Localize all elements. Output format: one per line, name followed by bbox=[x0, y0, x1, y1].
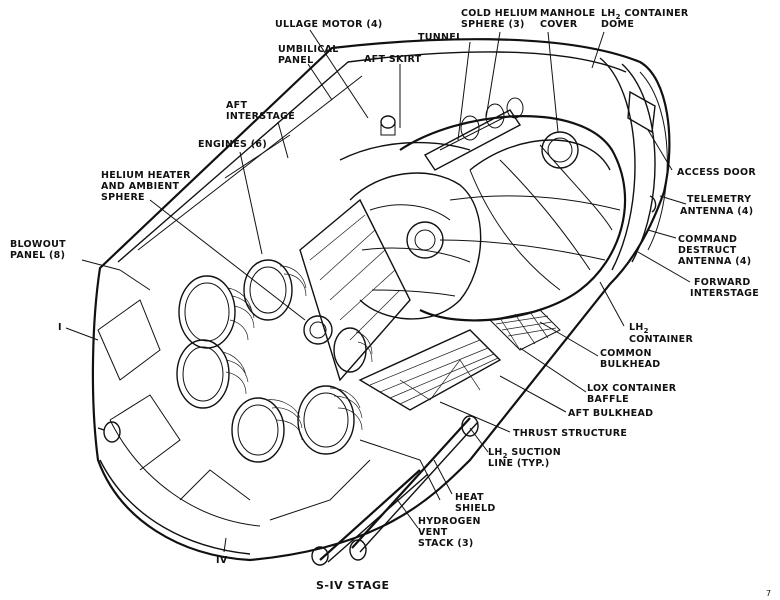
label-common-bulkhead-1: COMMON bbox=[600, 348, 652, 359]
lh2-suction-line bbox=[351, 417, 471, 549]
label-heat-shield-2: SHIELD bbox=[455, 503, 496, 514]
label-engines: ENGINES (6) bbox=[198, 139, 267, 150]
label-lox-baffle-1: LOX CONTAINER bbox=[587, 383, 677, 394]
label-cold-helium-2: SPHERE (3) bbox=[461, 19, 525, 30]
label-cold-helium-1: COLD HELIUM bbox=[461, 8, 538, 19]
label-roman-i: I bbox=[58, 322, 62, 333]
label-thrust-structure: THRUST STRUCTURE bbox=[513, 428, 627, 439]
label-tunnel: TUNNEL bbox=[418, 32, 462, 43]
engine-nozzle-2 bbox=[176, 339, 249, 409]
label-suction-1: LH2 SUCTION bbox=[488, 447, 561, 460]
label-lh2-dome-1: LH2 CONTAINER bbox=[601, 8, 689, 21]
label-umbilical-2: PANEL bbox=[278, 55, 313, 66]
page-number: 7 bbox=[766, 589, 771, 598]
tank-cutaway bbox=[349, 90, 657, 322]
engine-nozzle-5 bbox=[243, 259, 307, 321]
label-helium-heater-1: HELIUM HEATER bbox=[101, 170, 191, 181]
labels: ULLAGE MOTOR (4) COLD HELIUM SPHERE (3) … bbox=[10, 8, 771, 598]
label-command-3: ANTENNA (4) bbox=[678, 256, 751, 267]
label-blowout-1: BLOWOUT bbox=[10, 239, 66, 250]
engine-nozzle-6 bbox=[333, 327, 373, 373]
engine-cluster bbox=[176, 198, 561, 463]
label-hydrogen-vent-1: HYDROGEN bbox=[418, 516, 481, 527]
label-lh2-container-1: LH2 bbox=[629, 322, 649, 335]
label-forward-2: INTERSTAGE bbox=[690, 288, 759, 299]
label-command-2: DESTRUCT bbox=[678, 245, 737, 256]
label-manhole-2: COVER bbox=[540, 19, 578, 30]
body-silhouette bbox=[91, 38, 671, 562]
label-forward-1: FORWARD bbox=[694, 277, 751, 288]
label-hydrogen-vent-2: VENT bbox=[418, 527, 448, 538]
helium-heater-sphere bbox=[303, 315, 333, 345]
label-aft-interstage-1: AFT bbox=[226, 100, 247, 111]
vehicle-body bbox=[91, 38, 671, 562]
figure-title: S-IV STAGE bbox=[316, 579, 390, 592]
label-helium-heater-2: AND AMBIENT bbox=[101, 181, 180, 192]
label-lh2-dome-2: DOME bbox=[601, 19, 634, 30]
engine-nozzle-4 bbox=[297, 385, 363, 455]
label-heat-shield-1: HEAT bbox=[455, 492, 484, 503]
label-common-bulkhead-2: BULKHEAD bbox=[600, 359, 660, 370]
engine-nozzle-3 bbox=[231, 397, 303, 463]
label-command-1: COMMAND bbox=[678, 234, 737, 245]
engine-nozzle-1 bbox=[178, 275, 255, 349]
lh2-container-wall bbox=[399, 115, 627, 322]
label-umbilical-1: UMBILICAL bbox=[278, 44, 339, 55]
label-aft-interstage-2: INTERSTAGE bbox=[226, 111, 295, 122]
label-telemetry-1: TELEMETRY bbox=[687, 194, 751, 205]
label-suction-2: LINE (TYP.) bbox=[488, 458, 550, 469]
label-access-door: ACCESS DOOR bbox=[677, 167, 756, 178]
label-lh2-container-2: CONTAINER bbox=[629, 334, 693, 345]
label-aft-skirt: AFT SKIRT bbox=[364, 54, 422, 65]
label-hydrogen-vent-3: STACK (3) bbox=[418, 538, 474, 549]
hydrogen-vent-stack bbox=[319, 469, 421, 561]
leader-lines bbox=[65, 29, 691, 553]
label-lox-baffle-2: BAFFLE bbox=[587, 394, 629, 405]
label-blowout-2: PANEL (8) bbox=[10, 250, 65, 261]
label-telemetry-2: ANTENNA (4) bbox=[680, 206, 753, 217]
label-manhole-1: MANHOLE bbox=[540, 8, 595, 19]
label-ullage-motor: ULLAGE MOTOR (4) bbox=[275, 19, 383, 30]
label-aft-bulkhead: AFT BULKHEAD bbox=[568, 408, 653, 419]
aft-fitting bbox=[103, 421, 121, 443]
label-roman-iv: IV bbox=[216, 555, 228, 566]
label-helium-heater-3: SPHERE bbox=[101, 192, 145, 203]
external-lines bbox=[97, 415, 479, 566]
